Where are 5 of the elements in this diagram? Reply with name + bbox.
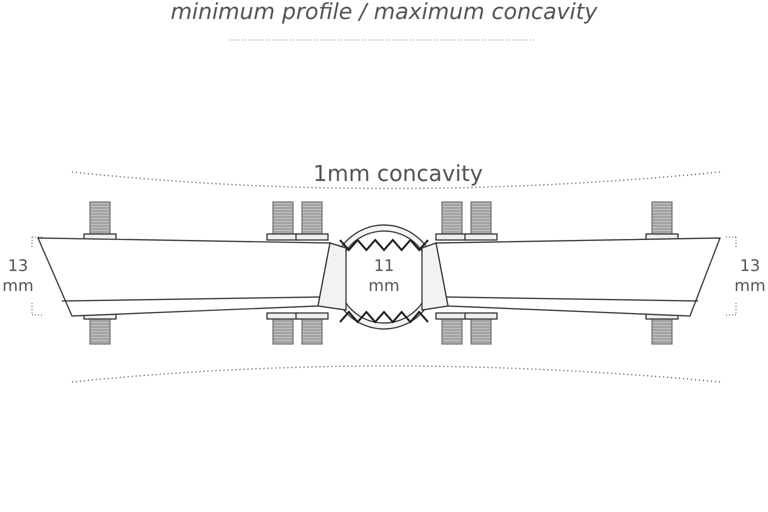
title: minimum profile / maximum concavity [170, 0, 598, 26]
dimension-label: 13 mm [733, 256, 767, 296]
dimension-label: 11 mm [367, 256, 401, 296]
concavity-label: 1mm concavity [312, 162, 484, 188]
dimension-label: 13 mm [1, 256, 35, 296]
